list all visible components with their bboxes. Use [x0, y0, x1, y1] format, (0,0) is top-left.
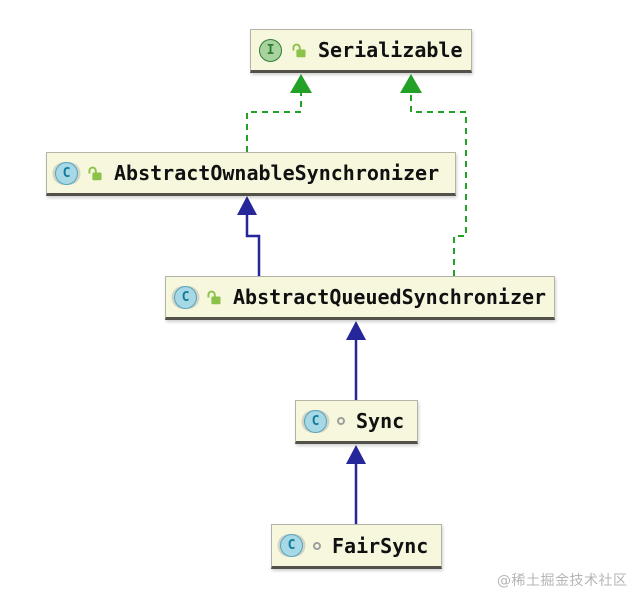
class-node-label: Sync [356, 409, 405, 433]
edge-fairsync-extends-sync [346, 445, 366, 524]
unlocked-padlock-icon [207, 290, 221, 304]
unlocked-padlock-icon [88, 166, 102, 180]
class-icon: C [280, 534, 303, 557]
edge-aqs-extends-aos [237, 196, 261, 276]
class-node-label: Serializable [318, 38, 463, 62]
class-node-label: AbstractQueuedSynchronizer [233, 285, 547, 309]
package-private-icon [337, 417, 345, 425]
edge-sync-extends-aqs [346, 321, 366, 400]
package-private-icon [313, 541, 321, 550]
class-node-serializable[interactable]: I Serializable [250, 29, 472, 73]
class-icon: C [304, 409, 327, 433]
class-node-sync[interactable]: C Sync [295, 400, 418, 444]
class-node-abstract-queued-synchronizer[interactable]: C AbstractQueuedSynchronizer [165, 276, 555, 320]
class-node-label: FairSync [332, 533, 429, 558]
interface-icon: I [259, 38, 282, 62]
class-icon: C [174, 285, 197, 309]
class-node-abstract-ownable-synchronizer[interactable]: C AbstractOwnableSynchronizer [46, 152, 456, 196]
edge-aos-implements-serializable [246, 74, 312, 152]
watermark-text: @稀土掘金技术社区 [497, 573, 628, 589]
class-icon: C [55, 161, 78, 185]
unlocked-padlock-icon [292, 43, 306, 57]
class-node-label: AbstractOwnableSynchronizer [114, 161, 440, 185]
class-node-fairsync[interactable]: C FairSync [271, 524, 442, 569]
